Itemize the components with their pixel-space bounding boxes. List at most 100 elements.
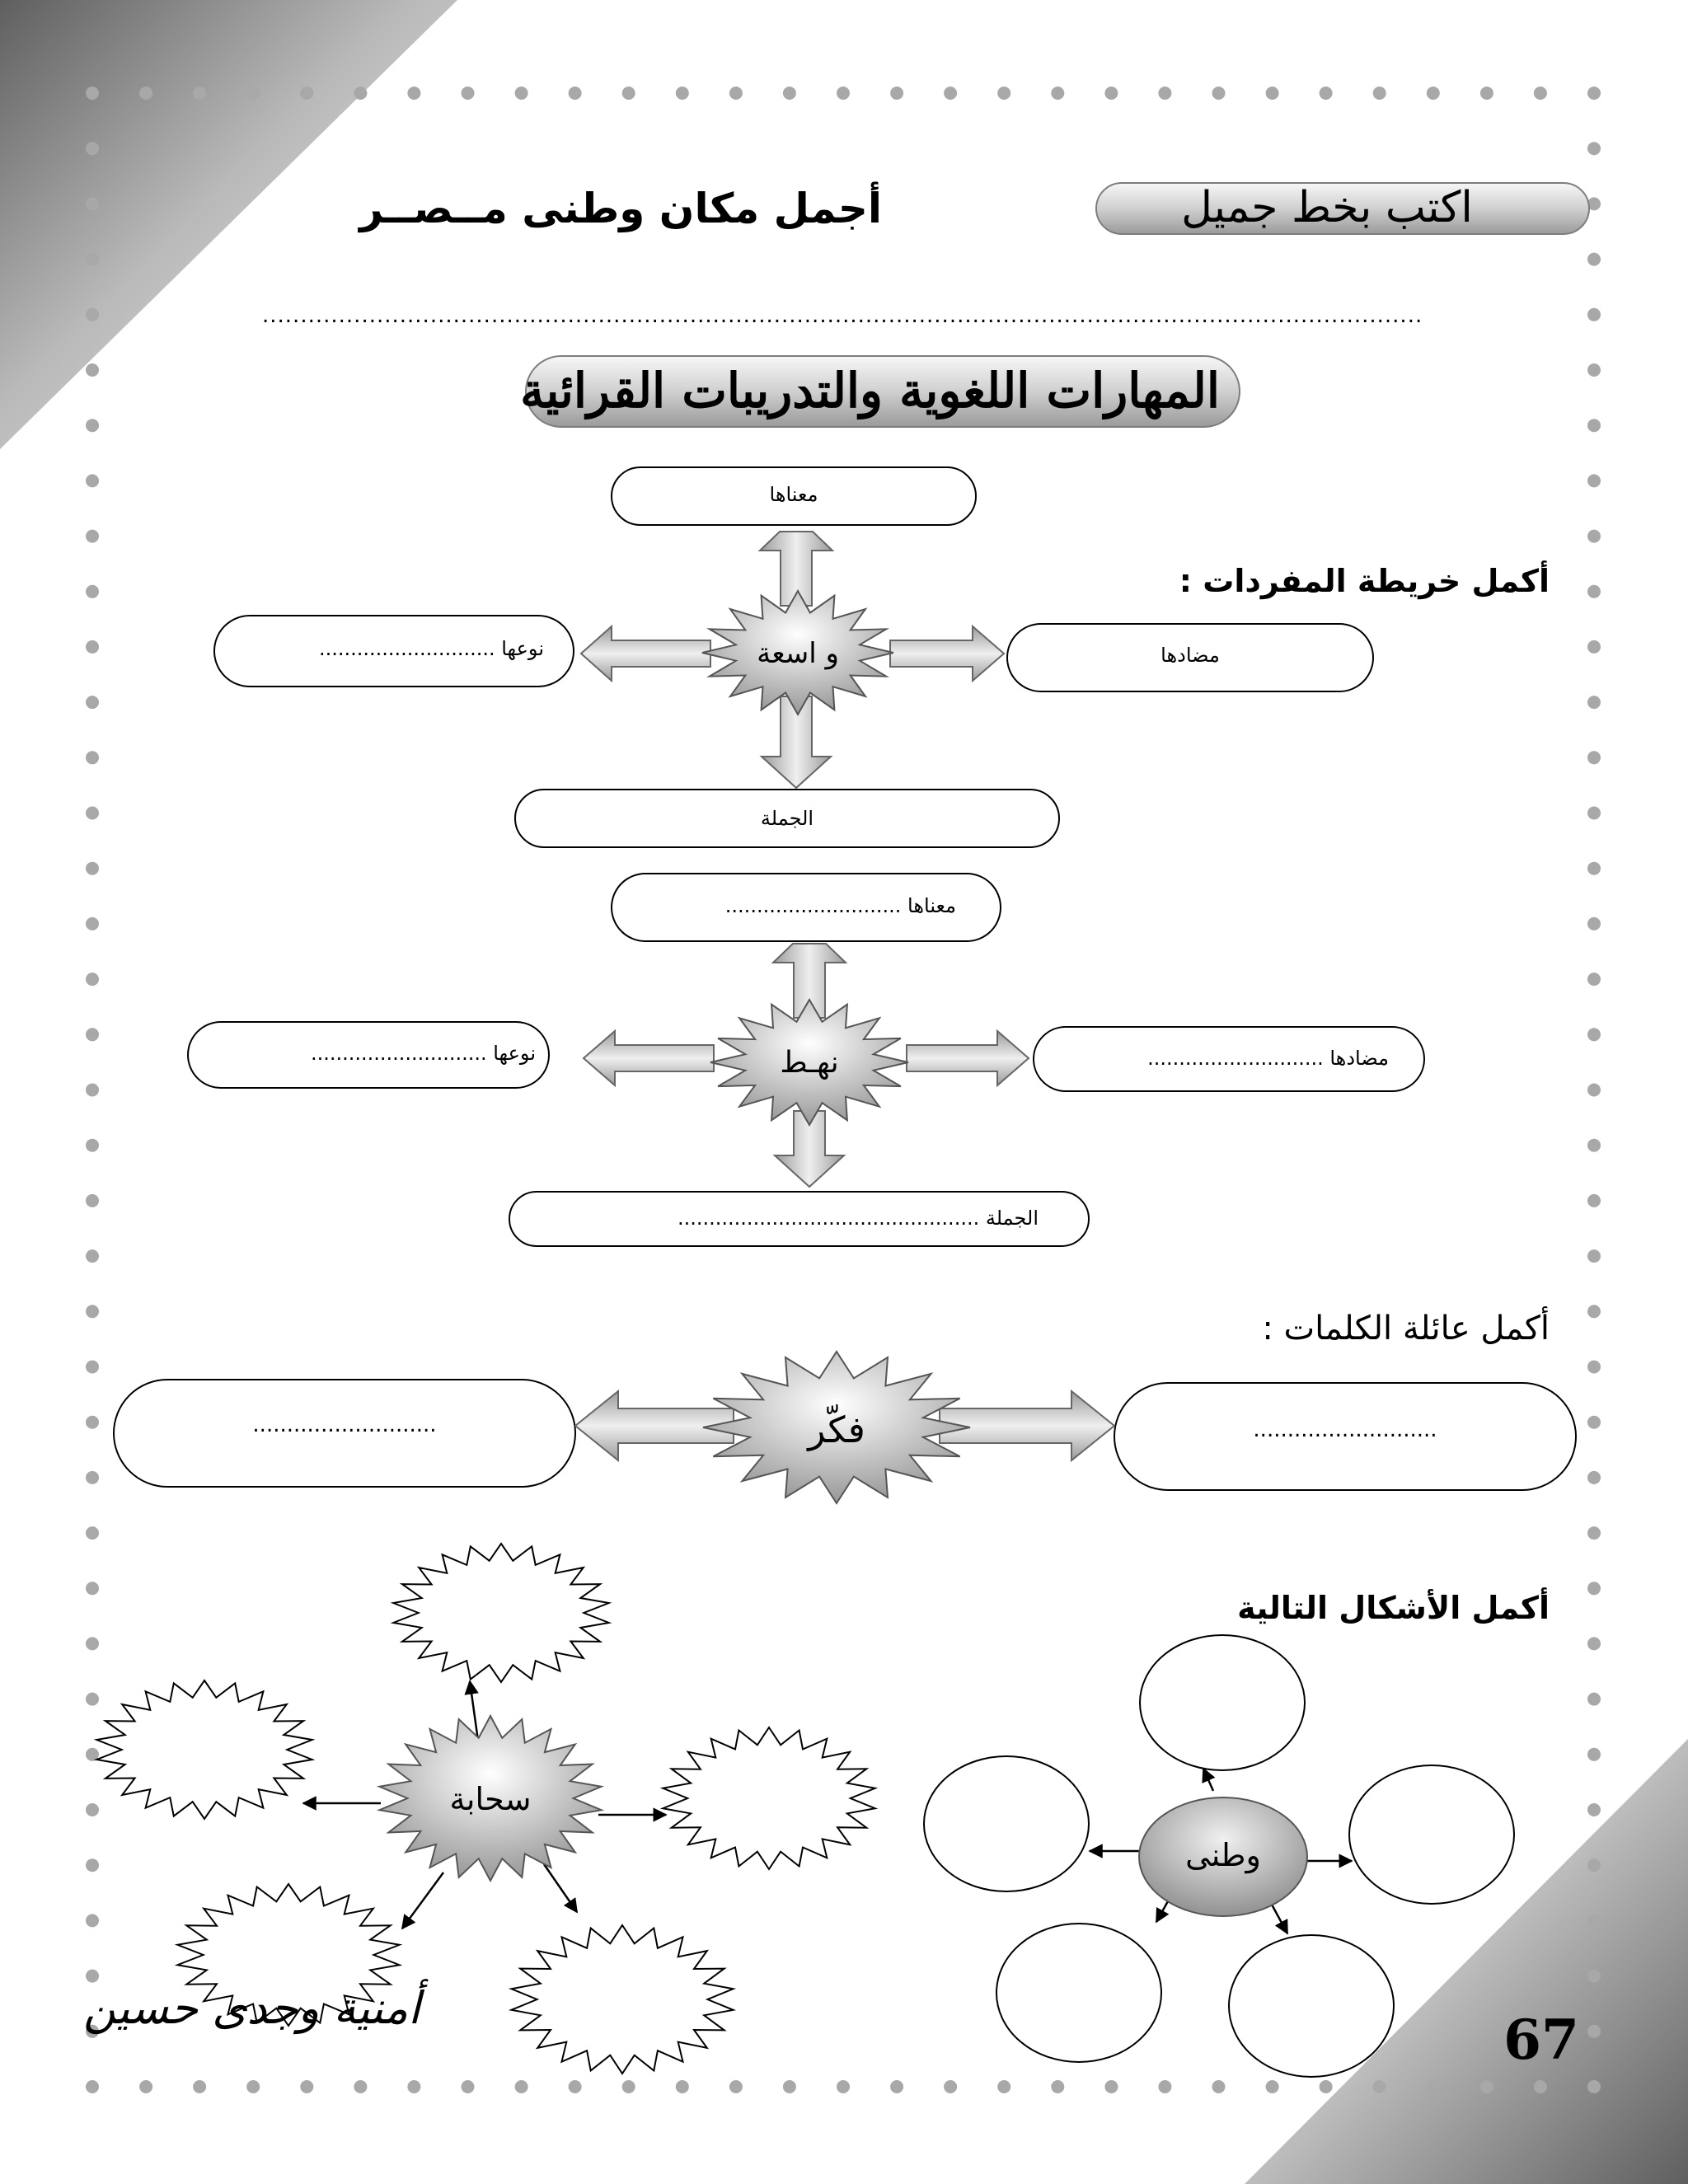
border-dot — [86, 1470, 99, 1484]
border-dot — [86, 2080, 99, 2093]
border-dot — [621, 87, 635, 100]
banner-pill — [1095, 182, 1590, 235]
border-dot — [86, 1969, 99, 1983]
border-dot — [1533, 87, 1547, 100]
word-family-center-star — [702, 1350, 971, 1505]
border-dot — [1587, 197, 1601, 211]
border-dot — [1587, 1083, 1601, 1097]
border-dot — [1587, 916, 1601, 930]
border-dot — [86, 419, 99, 433]
word-family-map — [113, 1350, 1577, 1505]
border-dot — [354, 2080, 368, 2093]
border-dot — [729, 2080, 743, 2093]
border-dot — [1104, 2080, 1118, 2093]
border-dot — [86, 307, 99, 321]
border-dot — [86, 640, 99, 654]
map2-center-star — [710, 998, 909, 1127]
map1-type-box — [213, 615, 574, 687]
border-dot — [86, 1747, 99, 1761]
border-dot — [1587, 419, 1601, 433]
border-dot — [675, 87, 689, 100]
border-dot — [1587, 696, 1601, 710]
border-dot — [86, 1305, 99, 1319]
border-dot — [354, 87, 368, 100]
map1-antonym-label: مضادها — [1160, 644, 1220, 667]
word-family-right-box — [1114, 1382, 1577, 1491]
circle-bottom-right — [1228, 1934, 1395, 2078]
word-family-right-blank: ........................... — [1253, 1418, 1437, 1442]
word-family-arrow-right — [939, 1389, 1116, 1463]
border-dot — [997, 2080, 1011, 2093]
border-dot — [86, 1526, 99, 1540]
border-dot — [86, 87, 99, 100]
circle-center — [1138, 1797, 1308, 1917]
map1-arrow-right — [889, 624, 1006, 683]
border-dot — [86, 474, 99, 488]
star-center — [376, 1713, 605, 1883]
star-center-word: سحابة — [449, 1781, 532, 1817]
map1-type-label: نوعها ............................ — [318, 637, 544, 660]
border-dot — [407, 2080, 421, 2093]
word-family-left-blank: ........................... — [252, 1413, 437, 1437]
border-dot — [1158, 2080, 1172, 2093]
circle-left — [923, 1755, 1090, 1892]
border-dot — [514, 2080, 528, 2093]
border-dot — [86, 529, 99, 543]
circles-arrow-top — [1202, 1767, 1216, 1792]
stars-arrow-top — [464, 1680, 480, 1741]
map2-sentence-box — [509, 1191, 1090, 1247]
border-dot — [1587, 1249, 1601, 1263]
border-dot — [675, 2080, 689, 2093]
circle-bottom-left — [996, 1923, 1162, 2063]
star-left — [93, 1679, 316, 1821]
border-dot — [407, 87, 421, 100]
map1-meaning-box — [611, 466, 977, 526]
border-dot — [1587, 806, 1601, 820]
border-dot — [1212, 87, 1226, 100]
border-dot — [86, 806, 99, 820]
stars-map — [93, 1542, 879, 2075]
border-dot — [86, 1249, 99, 1263]
border-dot — [1587, 1858, 1601, 1872]
border-dot — [1426, 2080, 1440, 2093]
title-pill — [525, 355, 1240, 428]
writing-line: ........................................… — [262, 305, 1420, 326]
border-dot — [1051, 87, 1065, 100]
circle-top — [1139, 1634, 1306, 1771]
border-dot — [1587, 2080, 1601, 2093]
map2-antonym-box — [1033, 1026, 1425, 1092]
border-dot — [1587, 861, 1601, 875]
border-dot — [86, 1803, 99, 1816]
border-dot — [86, 1415, 99, 1429]
border-dot — [1051, 2080, 1065, 2093]
border-dot — [1587, 1637, 1601, 1651]
border-dot — [1587, 307, 1601, 321]
map2-arrow-down — [772, 1110, 846, 1188]
border-dot — [1319, 2080, 1333, 2093]
border-dot — [461, 2080, 475, 2093]
border-dot — [86, 696, 99, 710]
border-dot — [1587, 2024, 1601, 2038]
map2-sentence-label: الجملة .................................… — [678, 1207, 1039, 1230]
border-dot — [1426, 87, 1440, 100]
border-dot — [1587, 1914, 1601, 1928]
border-dot — [139, 87, 153, 100]
border-dot — [1265, 87, 1279, 100]
border-dot — [86, 916, 99, 930]
border-dot — [1587, 1028, 1601, 1042]
map2-type-box — [187, 1021, 550, 1089]
border-dot — [86, 751, 99, 765]
border-dot — [1587, 474, 1601, 488]
map1-meaning-label: معناها — [769, 483, 818, 506]
border-dot — [1587, 1193, 1601, 1207]
border-dot — [139, 2080, 153, 2093]
circle-right — [1348, 1765, 1515, 1905]
page-number: 67 — [1503, 2008, 1579, 2072]
vocab-map-2 — [187, 873, 1425, 1247]
border-dot — [461, 87, 475, 100]
shapes-instruction: أكمل الأشكال التالية — [1237, 1590, 1550, 1626]
border-dot — [300, 2080, 314, 2093]
border-dot — [300, 87, 314, 100]
border-dot — [246, 87, 260, 100]
border-dot — [86, 1360, 99, 1374]
